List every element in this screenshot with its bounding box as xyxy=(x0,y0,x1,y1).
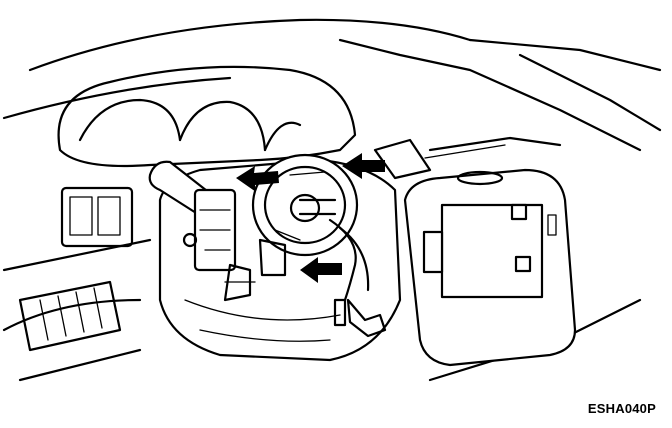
direction-arrows xyxy=(236,153,385,283)
arrow-top-right xyxy=(342,153,385,179)
combination-switch-lever xyxy=(148,160,237,272)
figure-code-label: ESHA040P xyxy=(587,401,656,416)
left-air-vent xyxy=(18,280,122,352)
right-switch-lever xyxy=(373,136,562,180)
wiring-harness xyxy=(328,218,387,338)
left-switch-panel xyxy=(60,186,134,248)
arrow-bottom xyxy=(300,257,342,283)
lower-column-parts xyxy=(223,238,287,302)
instrument-cluster-hood xyxy=(57,65,357,168)
arrow-top-left xyxy=(236,166,279,192)
clock-spring-assembly xyxy=(251,153,359,257)
center-console xyxy=(403,168,577,367)
